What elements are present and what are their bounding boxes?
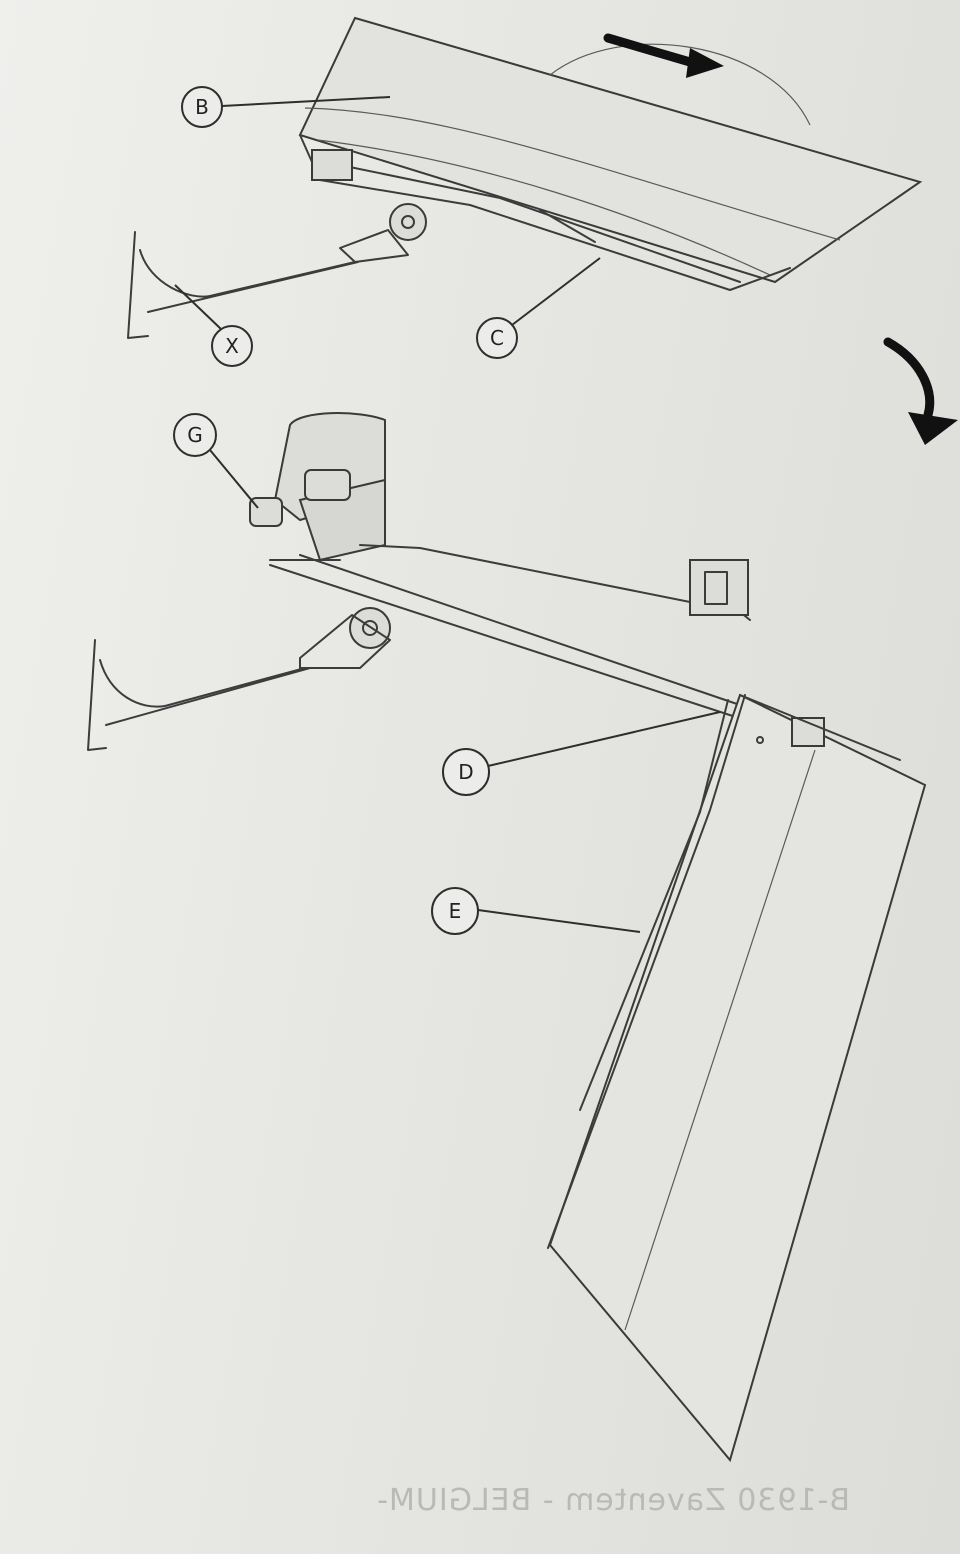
callout-x-label: X	[225, 334, 239, 358]
bleed-through-text: B-1930 Zaventem - BELGIUM-	[376, 1483, 850, 1518]
bracket-x	[127, 231, 359, 339]
callout-d-label: D	[458, 760, 473, 784]
opening-arc	[549, 43, 811, 126]
bottom-figure	[87, 412, 927, 1463]
bleed-through-label: B-1930 Zaventem - BELGIUM-	[376, 1483, 850, 1518]
callout-b-label: B	[195, 95, 209, 119]
callout-d: D	[442, 711, 721, 796]
hinge-pivot	[339, 203, 427, 263]
lower-hinge-pivot	[299, 607, 391, 669]
callout-c: C	[476, 257, 601, 359]
top-figure	[127, 16, 923, 339]
lower-bracket	[87, 639, 311, 751]
callout-b: B	[181, 86, 391, 128]
callout-e-label: E	[449, 899, 462, 923]
callout-e: E	[431, 887, 641, 935]
curved-arrow-down-icon	[883, 337, 958, 445]
callout-c-label: C	[490, 326, 504, 350]
lid-panel	[298, 16, 923, 291]
curved-arrow-right-icon	[603, 33, 724, 78]
upper-rail	[269, 544, 751, 721]
callout-g-label: G	[187, 423, 203, 447]
callout-x: X	[174, 284, 253, 367]
mount-block	[249, 412, 386, 562]
hanging-panel	[547, 693, 927, 1463]
callout-g: G	[173, 413, 259, 509]
